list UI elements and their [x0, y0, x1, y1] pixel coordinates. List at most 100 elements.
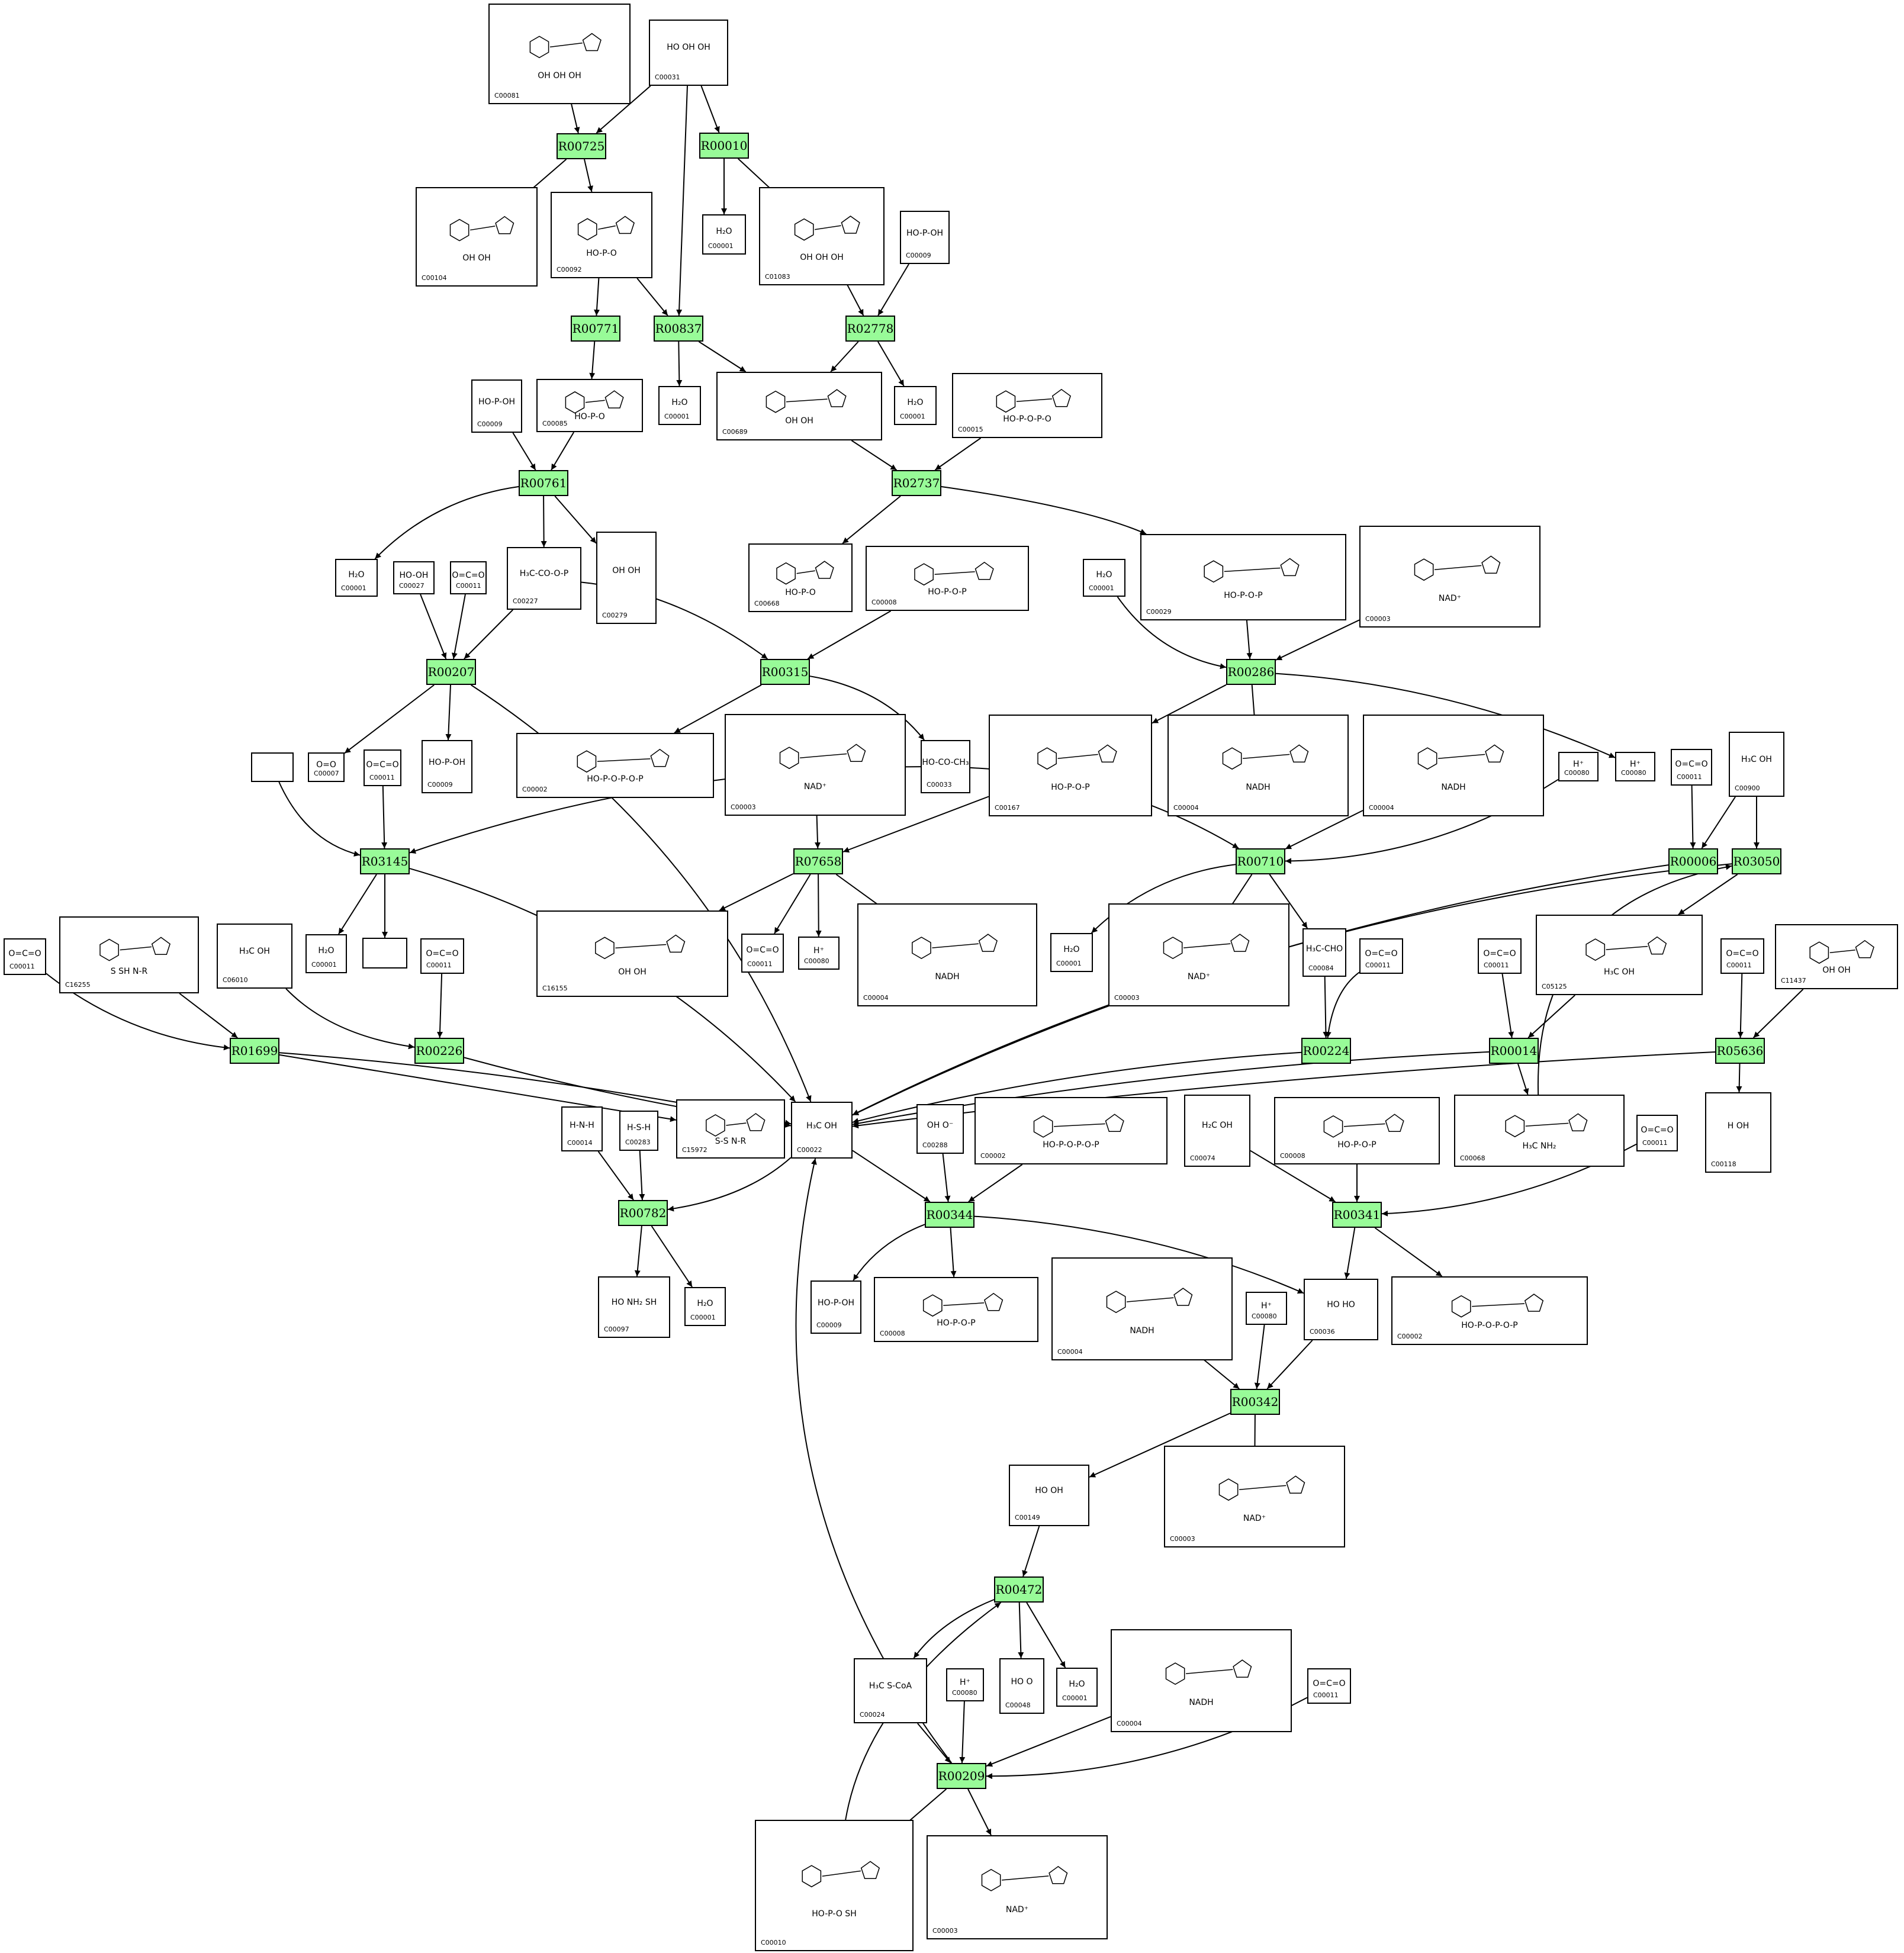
reaction-node[interactable]: R00209 [937, 1763, 986, 1789]
reaction-node[interactable]: R00014 [1489, 1038, 1539, 1064]
reaction-node[interactable]: R00006 [1668, 848, 1718, 874]
reaction-node[interactable]: R00207 [426, 659, 476, 685]
compound-node[interactable]: H⁺C00080 [1615, 752, 1655, 781]
reaction-node[interactable]: R00725 [557, 133, 606, 159]
compound-node[interactable]: NAD⁺C00003 [927, 1835, 1108, 1939]
compound-node[interactable]: NAD⁺C00003 [725, 714, 906, 816]
reaction-node[interactable]: R00315 [760, 659, 810, 685]
compound-node[interactable]: H⁺C00080 [946, 1668, 984, 1701]
compound-node[interactable]: NAD⁺C00003 [1108, 903, 1289, 1006]
reaction-node[interactable]: R05636 [1715, 1038, 1765, 1064]
reaction-node[interactable]: R00837 [654, 316, 703, 342]
compound-node[interactable]: NAD⁺C00003 [1164, 1446, 1345, 1547]
compound-node[interactable] [362, 938, 407, 969]
reaction-node[interactable]: R03050 [1732, 848, 1781, 874]
reaction-node[interactable]: R00771 [571, 316, 620, 342]
compound-node[interactable]: OH O⁻C00288 [916, 1104, 964, 1154]
reaction-node[interactable]: R00472 [994, 1576, 1044, 1603]
reaction-node[interactable]: R00226 [414, 1038, 464, 1064]
reaction-node[interactable]: R00761 [519, 470, 568, 496]
reaction-node[interactable]: R00224 [1301, 1038, 1351, 1064]
reaction-node[interactable]: R03145 [360, 848, 410, 874]
reaction-node[interactable]: R00344 [925, 1202, 974, 1228]
reaction-node[interactable]: R02737 [892, 470, 941, 496]
compound-node[interactable] [251, 752, 294, 782]
compound-node[interactable]: H⁺C00080 [1558, 752, 1599, 781]
reaction-node[interactable]: R00710 [1236, 848, 1285, 874]
reaction-node[interactable]: R00341 [1332, 1202, 1382, 1228]
compound-node[interactable]: H⁺C00080 [798, 937, 840, 970]
reaction-node[interactable]: R07658 [793, 848, 843, 874]
compound-node[interactable]: NAD⁺C00003 [1359, 526, 1540, 628]
reaction-node[interactable]: R01699 [230, 1038, 279, 1064]
reaction-node[interactable]: R02778 [845, 316, 895, 342]
reaction-node[interactable]: R00010 [699, 133, 749, 159]
reaction-node[interactable]: R00342 [1230, 1389, 1280, 1415]
reaction-node[interactable]: R00782 [618, 1200, 668, 1226]
reaction-node[interactable]: R00286 [1226, 659, 1276, 685]
